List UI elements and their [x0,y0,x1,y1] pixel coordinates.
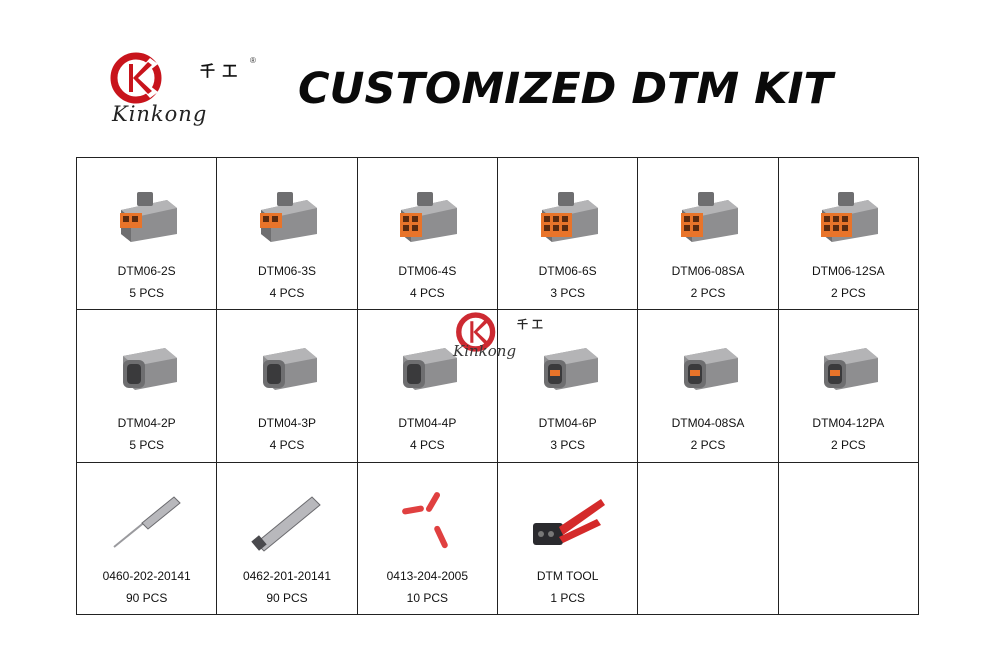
kit-item: DTM04-3P 4 PCS [217,310,358,463]
logo-chinese-text: 千 工 [200,62,239,80]
plug-3-icon [217,180,356,250]
kit-item: DTM04-4P 4 PCS [357,310,498,463]
item-quantity: 4 PCS [269,286,305,300]
empty-cell [638,462,779,615]
kit-item: DTM06-6S 3 PCS [497,158,639,311]
brand-logo: 千 工 ® Kinkong [110,52,270,132]
page-title: CUSTOMIZED DTM KIT [298,64,833,114]
receptacle-4-icon [358,332,497,402]
receptacle-2-icon [77,332,216,402]
item-quantity: 5 PCS [129,286,164,300]
crimp-tool-icon [498,485,637,555]
item-part-number: DTM06-2S [117,264,176,278]
kinkong-logo-icon [110,52,162,104]
item-part-number: DTM04-2P [117,416,176,431]
item-part-number: DTM04-6P [538,416,597,431]
item-quantity: 1 PCS [550,590,585,605]
item-part-number: 0413-204-2005 [386,568,469,583]
plug-12-icon [779,180,918,250]
kit-item: DTM04-6P 3 PCS [497,310,639,463]
kit-item: DTM06-12SA 2 PCS [778,158,919,311]
watermark-brand-text: Kinkong [453,342,517,360]
watermark-chinese-text: 千 工 [517,318,543,331]
plug-6-icon [498,180,637,250]
receptacle-12-icon [779,332,918,402]
receptacle-6-icon [498,332,637,402]
kit-item: DTM06-4S 4 PCS [357,158,498,311]
plug-8-icon [638,180,777,250]
item-quantity: 90 PCS [266,590,308,605]
item-quantity: 4 PCS [409,286,445,300]
plug-4-icon [358,180,497,250]
item-quantity: 90 PCS [125,590,168,605]
kit-item: 0460-202-20141 90 PCS [77,462,218,615]
receptacle-3-icon [217,332,356,402]
item-part-number: 0460-202-20141 [102,568,191,583]
receptacle-8-icon [638,332,777,402]
kit-item: 0413-204-2005 10 PCS [357,462,498,615]
item-quantity: 5 PCS [129,438,164,453]
logo-brand-text: Kinkong [112,102,208,126]
item-quantity: 4 PCS [269,438,305,453]
item-quantity: 2 PCS [830,438,866,453]
kit-item: DTM04-2P 5 PCS [77,310,218,463]
item-part-number: DTM06-12SA [811,264,885,278]
item-quantity: 2 PCS [690,438,726,453]
female-socket-icon [217,485,356,555]
item-quantity: 10 PCS [406,590,448,605]
kit-item: 0462-201-20141 90 PCS [217,462,358,615]
item-part-number: DTM06-08SA [671,264,745,278]
item-quantity: 4 PCS [409,438,445,453]
kit-item: DTM06-08SA 2 PCS [638,158,779,311]
empty-cell [778,462,919,615]
item-quantity: 3 PCS [550,438,585,453]
item-part-number: DTM04-08SA [671,416,745,431]
male-pin-icon [77,485,216,555]
item-quantity: 2 PCS [830,286,866,300]
kit-item: DTM06-2S 5 PCS [77,158,218,311]
watermark-logo: 千 工 Kinkong [453,312,565,362]
item-part-number: DTM06-6S [538,264,597,278]
item-part-number: DTM06-4S [398,264,457,278]
kit-item: DTM04-08SA 2 PCS [638,310,779,463]
item-part-number: 0462-201-20141 [242,568,332,583]
item-part-number: DTM04-3P [257,416,316,431]
sealing-plug-icon [358,485,497,555]
plug-2-icon [77,180,216,250]
item-part-number: DTM TOOL [536,568,599,583]
item-quantity: 2 PCS [690,286,726,300]
item-part-number: DTM04-12PA [812,416,885,431]
registered-mark: ® [250,56,256,65]
item-part-number: DTM04-4P [398,416,457,431]
item-quantity: 3 PCS [550,286,585,300]
kit-grid: DTM06-2S 5 PCS DTM06-3S 4 PCS DTM06-4S 4 PC… [76,157,919,615]
kit-item: DTM04-12PA 2 PCS [778,310,919,463]
watermark-mark-icon [456,312,496,352]
kit-item: DTM06-3S 4 PCS [217,158,358,311]
item-part-number: DTM06-3S [257,264,316,278]
kit-item: DTM TOOL 1 PCS [497,462,639,615]
